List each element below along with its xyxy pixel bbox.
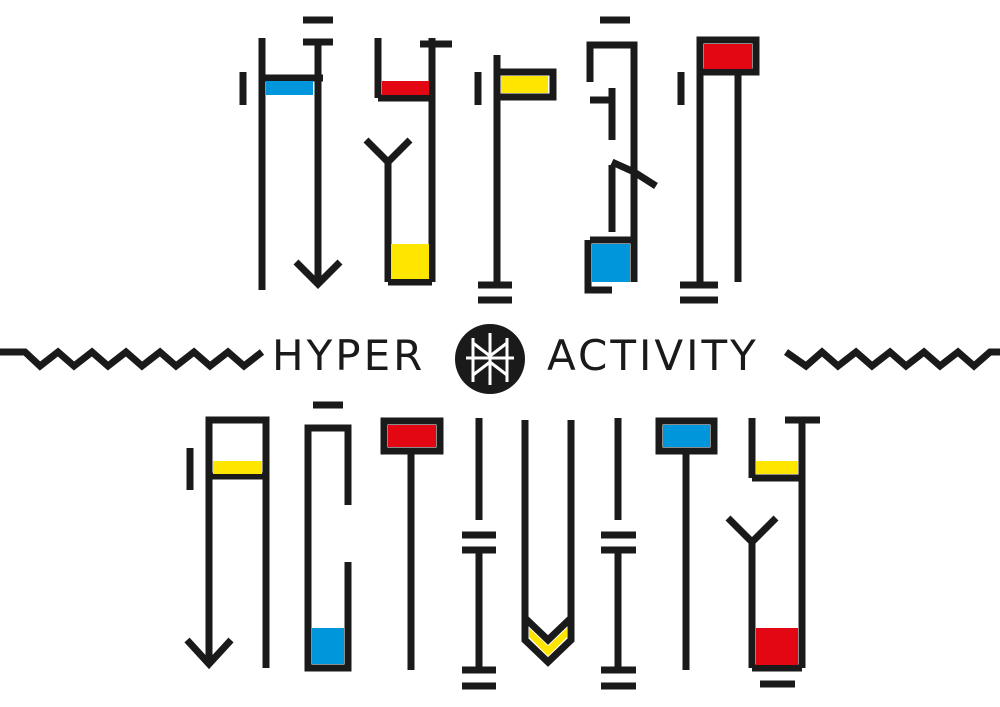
top-letter-p: [474, 55, 557, 304]
bottom-c-blue-block: [312, 628, 344, 664]
top-letter-e: [584, 16, 658, 294]
bottom-letter-v: [521, 420, 575, 667]
bottom-y-red-block: [756, 628, 798, 665]
band-word-activity: ACTIVITY: [547, 331, 759, 380]
bottom-letter-y: [725, 416, 820, 688]
top-letter-r: [677, 36, 760, 304]
bottom-t2-blue-block: [663, 425, 710, 447]
bottom-letter-t-2: [655, 417, 718, 670]
bottom-letter-t: [380, 417, 444, 670]
bottom-v-yellow-chevron: [529, 628, 567, 656]
bottom-letter-a: [184, 416, 270, 670]
bottom-letter-i-1: [462, 418, 496, 690]
top-letter-h: [239, 16, 343, 290]
left-zigzag: [0, 347, 265, 371]
top-e-blue-block: [592, 244, 630, 282]
bottom-letter-c: [304, 401, 352, 672]
top-r-red-block: [704, 44, 752, 69]
emblem-icon: [455, 324, 525, 394]
top-y-red-bar: [382, 81, 429, 95]
band-word-hyper: HYPER: [272, 331, 426, 380]
right-zigzag: [783, 347, 1000, 371]
bottom-a-yellow-bar: [213, 461, 262, 474]
bottom-letter-i-2: [601, 418, 636, 690]
top-h-blue-bar: [266, 81, 313, 95]
top-p-yellow-bar: [501, 76, 548, 93]
bottom-y-yellow-bar: [756, 461, 798, 474]
top-y-yellow-block: [391, 244, 429, 279]
top-letter-y: [363, 38, 452, 286]
bottom-t-red-block: [388, 425, 436, 447]
